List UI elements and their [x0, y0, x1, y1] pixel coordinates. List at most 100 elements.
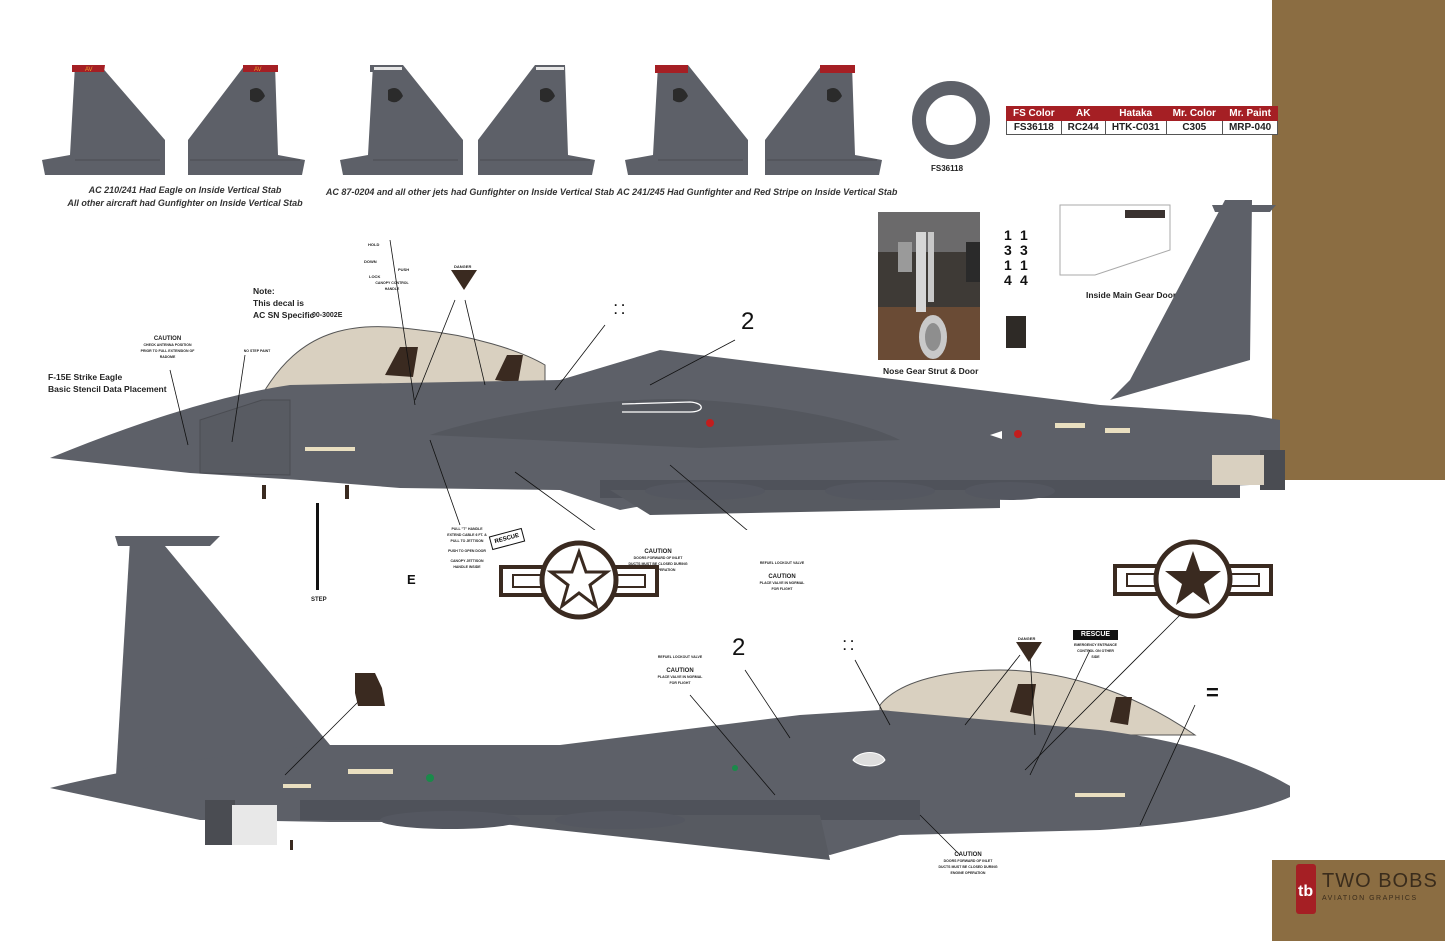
rescue-lower-text: EMERGENCY ENTRANCE CONTROL ON OTHER SIDE [1074, 643, 1117, 659]
refuel-lower-text: REFUEL LOCKOUT VALVE [657, 655, 703, 659]
color-reference-table: FS Color AK Hataka Mr. Color Mr. Paint F… [1006, 106, 1279, 135]
pull-t-text: PULL "T" HANDLE EXTEND CABLE 6 FT. & PUL… [447, 527, 487, 543]
tail-caption-1a: AC 210/241 Had Eagle on Inside Vertical … [88, 185, 282, 195]
danger-triangle-upper [451, 270, 477, 290]
danger-triangle-lower [1016, 642, 1042, 662]
note-line-2: This decal is [253, 298, 305, 308]
svg-text:tb: tb [1298, 883, 1313, 900]
caution-radome-text: CHECK ANTENNA POSITION PRIOR TO FULL EXT… [140, 343, 195, 359]
swatch-label: FS36118 [931, 164, 964, 173]
photo-caption: Nose Gear Strut & Door [883, 366, 979, 376]
cell-mr-paint: MRP-040 [1221, 120, 1279, 135]
lock-stencil: LOCK [369, 274, 381, 279]
refuel-lower-caution: CAUTION [666, 668, 694, 674]
gear-num-4: 4 [1004, 272, 1012, 288]
pull-t-stencil: PULL "T" HANDLE EXTEND CABLE 6 FT. & PUL… [445, 526, 489, 570]
gear-num-8: 4 [1020, 272, 1028, 288]
note-line-3: AC SN Specific [253, 310, 315, 320]
color-table-row: FS36118 RC244 HTK-C031 C305 MRP-040 [1006, 120, 1279, 135]
header-ak: AK [1060, 106, 1106, 121]
gear-num-5: 1 [1020, 227, 1028, 243]
cell-ak: RC244 [1060, 120, 1106, 135]
refuel-lower-placed: PLACE VALVE IN NORMAL FOR FLIGHT [657, 675, 703, 685]
cell-hataka: HTK-C031 [1104, 120, 1167, 135]
gear-num-3: 1 [1004, 257, 1012, 273]
tail-fin-4 [478, 65, 595, 175]
push-to-text: PUSH TO OPEN DOOR [448, 549, 486, 553]
national-insignia-right [1113, 539, 1273, 619]
tail-caption-1b: All other aircraft had Gunfighter on Ins… [67, 198, 303, 208]
brand-subtitle: AVIATION GRAPHICS [1322, 895, 1418, 902]
caution-inlet-upper-title: CAUTION [644, 549, 672, 555]
step-bar [316, 503, 319, 590]
gear-door-outline [1059, 204, 1171, 276]
color-table-header: FS Color AK Hataka Mr. Color Mr. Paint [1006, 106, 1279, 121]
aircraft-right-profile [50, 536, 1290, 860]
caution-inlet-lower-text: DOORS FORWARD OF INLET DUCTS MUST BE CLO… [938, 859, 998, 875]
caution-inlet-lower: CAUTION DOORS FORWARD OF INLET DUCTS MUS… [938, 852, 998, 876]
caution-inlet-lower-title: CAUTION [954, 852, 982, 858]
gear-num-6: 3 [1020, 242, 1028, 258]
tail-fins-row: AV AV [42, 65, 882, 175]
refuel-upper: REFUEL LOCKOUT VALVE CAUTION PLACE VALVE… [758, 560, 806, 592]
tail-caption-3: AC 241/245 Had Gunfighter and Red Stripe… [616, 187, 898, 197]
note-block: Note: This decal is AC SN Specific [253, 285, 314, 321]
canopy-jett-text: CANOPY JETTISON HANDLE INSIDE [450, 559, 484, 569]
letter-e: E [407, 572, 416, 587]
tail-fin-3 [340, 65, 463, 175]
national-insignia-left [499, 540, 659, 620]
tail-fin-2: AV [188, 65, 305, 175]
push-stencil: PUSH [398, 267, 410, 272]
canopy-handle-stencil: CANOPY CONTROL HANDLE [375, 281, 409, 291]
aircraft-left-profile [50, 200, 1285, 530]
cell-fs: FS36118 [1006, 120, 1062, 135]
number-two-upper: 2 [741, 308, 755, 335]
note-line-1: Note: [253, 286, 275, 296]
header-mr-color: Mr. Color [1165, 106, 1223, 121]
caution-radome: CAUTION CHECK ANTENNA POSITION PRIOR TO … [140, 336, 195, 360]
tail-fin-5 [625, 65, 748, 175]
cell-mr-color: C305 [1165, 120, 1223, 135]
rescue-stencil-lower: RESCUE EMERGENCY ENTRANCE CONTROL ON OTH… [1073, 630, 1118, 660]
refuel-upper-caution: CAUTION [768, 574, 796, 580]
color-swatch-ring [912, 81, 990, 159]
title-line-2: Basic Stencil Data Placement [48, 384, 167, 394]
gear-stencil-block [1006, 316, 1026, 348]
title-block: F-15E Strike Eagle Basic Stencil Data Pl… [48, 371, 167, 395]
white-backdrop [1272, 480, 1445, 860]
hold-stencil: HOLD [368, 242, 380, 247]
gear-num-7: 1 [1020, 257, 1028, 273]
step-label: STEP [311, 597, 327, 603]
tail-caption-2: AC 87-0204 and all other jets had Gunfig… [325, 187, 615, 197]
header-fs-color: FS Color [1006, 106, 1062, 121]
brand-name: TWO BOBS [1322, 870, 1438, 892]
tail-fin-1: AV [42, 65, 165, 175]
rescue-lower-title: RESCUE [1073, 630, 1118, 640]
no-step-stencil: NO STEP PAINT [243, 349, 271, 353]
gear-numbers: 1 3 1 4 1 3 1 4 [1000, 228, 1040, 288]
gear-door-caption: Inside Main Gear Doors [1086, 290, 1181, 300]
equals-stencil: = [1206, 680, 1219, 705]
title-line-1: F-15E Strike Eagle [48, 372, 123, 382]
svg-text:AV: AV [85, 67, 93, 73]
refuel-lower: REFUEL LOCKOUT VALVE CAUTION PLACE VALVE… [656, 654, 704, 686]
caution-radome-title: CAUTION [153, 336, 182, 342]
tail-caption-1: AC 210/241 Had Eagle on Inside Vertical … [55, 184, 315, 210]
brand-logo: tb [1296, 864, 1316, 914]
refuel-upper-placed: PLACE VALVE IN NORMAL FOR FLIGHT [759, 581, 805, 591]
dots-upper: · ·· · [614, 298, 626, 320]
header-hataka: Hataka [1104, 106, 1167, 121]
tail-fin-6 [765, 65, 882, 175]
refuel-upper-text: REFUEL LOCKOUT VALVE [759, 561, 805, 565]
number-two-lower: 2 [732, 634, 746, 661]
georgia-state-badge [355, 673, 385, 706]
danger-label-upper: DANGER [454, 264, 472, 269]
svg-text:AV: AV [254, 67, 262, 73]
gear-num-1: 1 [1004, 227, 1012, 243]
serial-number: 00-3002E [312, 312, 343, 319]
header-mr-paint: Mr. Paint [1221, 106, 1279, 121]
gear-num-2: 3 [1004, 242, 1012, 258]
danger-label-lower: DANGER [1018, 636, 1036, 641]
nose-gear-photo [878, 212, 980, 360]
dots-lower: · ·· · [843, 634, 855, 656]
